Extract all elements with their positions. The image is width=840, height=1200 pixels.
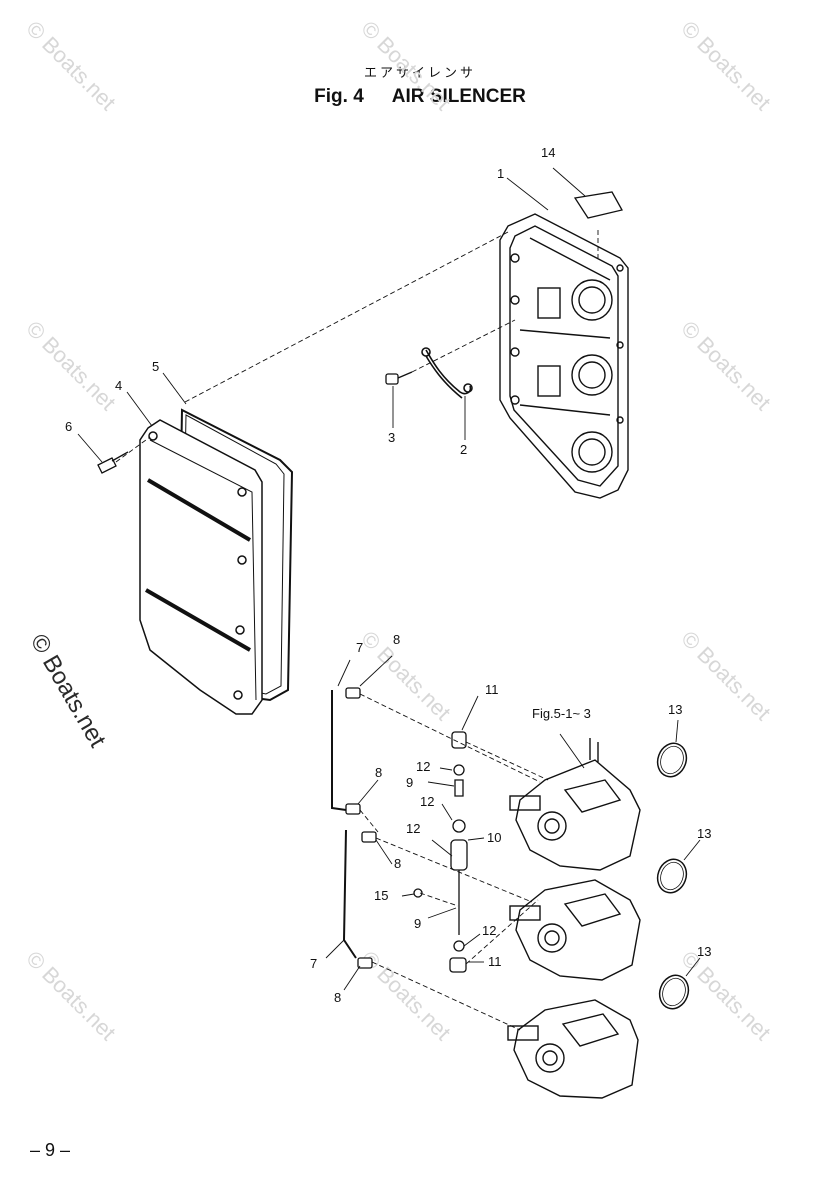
assembly-lines-upper xyxy=(115,230,599,463)
callout-8-third: 8 xyxy=(394,856,401,871)
callout-2: 2 xyxy=(460,442,467,457)
callout-4: 4 xyxy=(115,378,122,393)
carburetor-middle xyxy=(509,879,641,981)
callout-8-top: 8 xyxy=(393,632,400,647)
callout-12-third: 12 xyxy=(406,821,420,836)
hoses xyxy=(331,690,357,959)
carburetor-bottom xyxy=(507,999,639,1099)
callout-13-top: 13 xyxy=(668,702,682,717)
callout-6: 6 xyxy=(65,419,72,434)
callout-labels: 1 14 5 4 6 3 2 7 8 11 Fig.5-1~ 3 13 8 12… xyxy=(65,145,711,1005)
callout-8-second: 8 xyxy=(375,765,382,780)
callout-1: 1 xyxy=(497,166,504,181)
callout-7-top: 7 xyxy=(356,640,363,655)
callout-11-top: 11 xyxy=(485,682,499,697)
watermark-text: © Boats.net xyxy=(676,946,775,1045)
callout-12-second: 12 xyxy=(420,794,434,809)
clamp-bracket xyxy=(421,347,473,399)
callout-9-second: 9 xyxy=(414,916,421,931)
reference-label: Fig.5-1~ 3 xyxy=(532,706,591,721)
watermark-text-large: © Boats.net xyxy=(25,630,111,753)
japanese-title: エアサイレンサ xyxy=(363,66,476,81)
cover-screw xyxy=(97,451,129,474)
callout-7-bottom: 7 xyxy=(310,956,317,971)
callout-13-bottom: 13 xyxy=(697,944,711,959)
callout-5: 5 xyxy=(152,359,159,374)
callout-3: 3 xyxy=(388,430,395,445)
callout-12-first: 12 xyxy=(416,759,430,774)
o-rings xyxy=(656,742,690,1010)
callout-14: 14 xyxy=(541,145,555,160)
callout-11-bottom: 11 xyxy=(488,954,502,969)
callout-15: 15 xyxy=(374,888,388,903)
watermark-text: © Boats.net xyxy=(676,16,775,115)
fittings xyxy=(345,687,377,969)
label-plate xyxy=(573,191,623,219)
page-number: – 9 – xyxy=(30,1140,71,1160)
bracket-bolt xyxy=(385,371,413,385)
silencer-cover xyxy=(139,419,263,715)
callout-8-bottom: 8 xyxy=(334,990,341,1005)
assembly-lines-lower xyxy=(359,693,549,1031)
leader-lines-upper xyxy=(77,167,586,463)
watermark-text: © Boats.net xyxy=(676,626,775,725)
leader-lines-lower xyxy=(325,655,701,991)
callout-9-first: 9 xyxy=(406,775,413,790)
carburetor-top xyxy=(509,738,641,871)
figure-number: Fig. 4 xyxy=(314,86,364,107)
callout-13-middle: 13 xyxy=(697,826,711,841)
figure-name: AIR SILENCER xyxy=(391,86,526,107)
figure-title: Fig. 4 AIR SILENCER xyxy=(0,86,840,108)
watermark-text: © Boats.net xyxy=(356,16,455,115)
watermark-text: © Boats.net xyxy=(21,946,120,1045)
callout-12-fourth: 12 xyxy=(482,923,496,938)
watermark-text: © Boats.net xyxy=(21,16,120,115)
silencer-base-plate xyxy=(499,213,629,499)
callout-10: 10 xyxy=(487,830,501,845)
watermark-text: © Boats.net xyxy=(21,316,120,415)
watermark-text: © Boats.net xyxy=(676,316,775,415)
